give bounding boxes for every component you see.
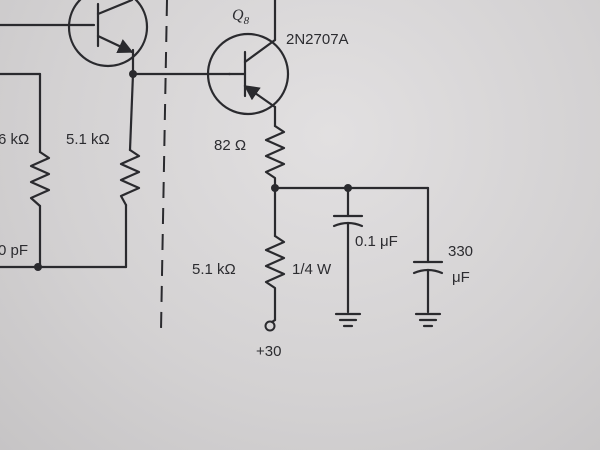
resistor-82-label: 82 Ω (214, 137, 246, 154)
separator-dashed-line (160, 0, 168, 331)
supply-terminal (264, 320, 276, 332)
capacitor-pf-label: 0 pF (0, 242, 28, 259)
capacitor-330uf-symbol (412, 260, 444, 314)
capacitor-0-1uf-symbol (332, 214, 364, 314)
resistor-6k-symbol (29, 150, 51, 208)
junction-dot (34, 263, 42, 271)
resistor-6k-label: 6 kΩ (0, 131, 29, 148)
junction-dot (129, 70, 137, 78)
resistor-5k1-bottom-label: 5.1 kΩ (192, 261, 236, 278)
q8-label: Q8 (232, 7, 250, 27)
ground-icon (414, 312, 442, 328)
capacitor-330-unit-label: μF (452, 269, 470, 286)
capacitor-330-value-label: 330 (448, 243, 473, 260)
resistor-5k1-left-label: 5.1 kΩ (66, 131, 110, 148)
junction-dot (271, 184, 279, 192)
supply-voltage-label: +30 (256, 343, 281, 360)
left-transistor-symbol (0, 0, 149, 68)
power-rating-label: 1/4 W (292, 261, 332, 278)
left-network-wires (0, 48, 232, 269)
q8-transistor-symbol (206, 0, 290, 128)
resistor-5k1-bottom-symbol (264, 234, 286, 322)
ground-icon (334, 312, 362, 328)
transistor-part-label: 2N2707A (286, 31, 349, 48)
junction-dot (344, 184, 352, 192)
capacitor-0-1uf-label: 0.1 μF (355, 233, 398, 250)
resistor-82-symbol (264, 124, 286, 190)
resistor-5k1-left-symbol (119, 148, 141, 207)
